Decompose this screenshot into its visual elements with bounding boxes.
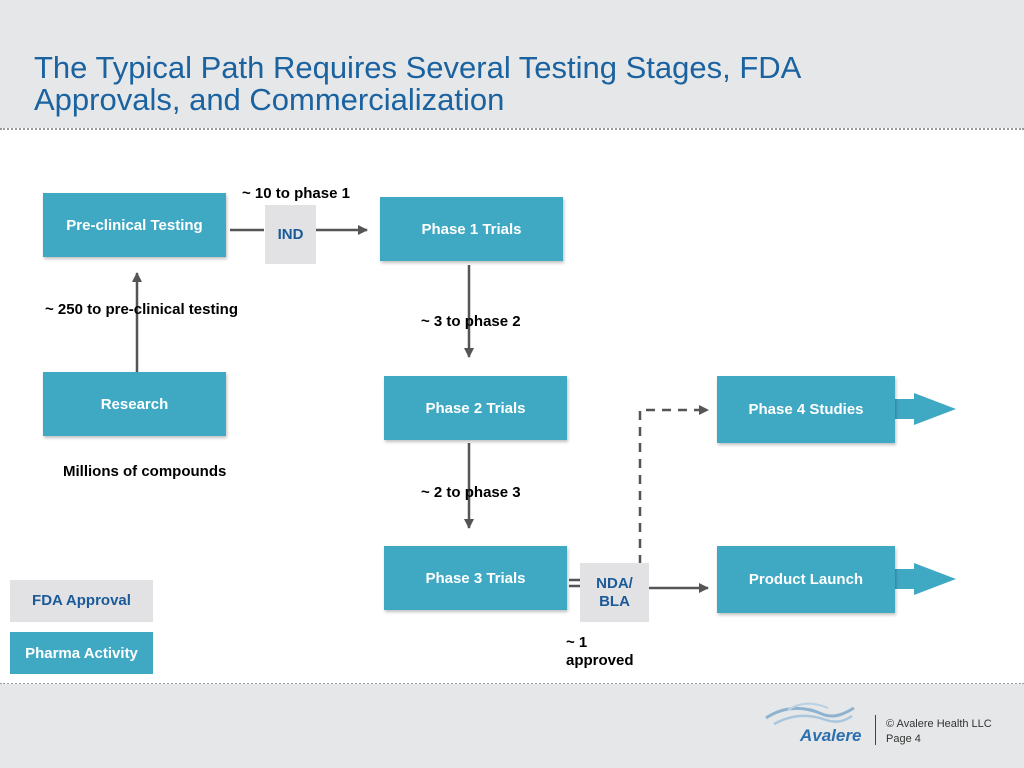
phase4-studies-box: Phase 4 Studies [717, 376, 895, 443]
label-approved: ~ 1 approved [566, 634, 634, 670]
title-line-1: The Typical Path Requires Several Testin… [34, 50, 802, 85]
research-box: Research [43, 372, 226, 436]
avalere-logo-waves-icon [765, 702, 855, 726]
label-to-phase1: ~ 10 to phase 1 [242, 185, 350, 202]
nda-bla-box: NDA/ BLA [580, 563, 649, 622]
launch-arrowhead [895, 563, 956, 595]
legend-pharma-activity: Pharma Activity [10, 632, 153, 674]
preclinical-testing-box: Pre-clinical Testing [43, 193, 226, 257]
label-to-phase2: ~ 3 to phase 2 [421, 313, 521, 330]
ind-box: IND [265, 205, 316, 264]
title-line-2: Approvals, and Commercialization [34, 82, 505, 117]
phase2-trials-box: Phase 2 Trials [384, 376, 567, 440]
phase1-trials-box: Phase 1 Trials [380, 197, 563, 261]
phase4-arrowhead [895, 393, 956, 425]
footer-info: © Avalere Health LLC Page 4 [886, 717, 992, 747]
legend-fda-approval: FDA Approval [10, 580, 153, 622]
bla-label: BLA [599, 592, 630, 610]
avalere-logo-text: Avalere [800, 726, 862, 745]
page-number: Page 4 [886, 733, 921, 745]
approved-word: approved [566, 652, 634, 669]
slide-title: The Typical Path Requires Several Testin… [34, 52, 934, 116]
label-to-phase3: ~ 2 to phase 3 [421, 484, 521, 501]
label-to-preclinical: ~ 250 to pre-clinical testing [45, 301, 238, 318]
copyright-text: © Avalere Health LLC [886, 718, 992, 730]
nda-label: NDA/ [596, 574, 633, 592]
label-millions-of-compounds: Millions of compounds [63, 463, 227, 480]
approved-count: ~ 1 [566, 634, 588, 651]
footer-separator [875, 715, 876, 745]
footer-band [0, 684, 1024, 768]
phase3-trials-box: Phase 3 Trials [384, 546, 567, 610]
header-band [0, 0, 1024, 128]
dashed-arrow-to-phase4 [638, 405, 709, 580]
product-launch-box: Product Launch [717, 546, 895, 613]
header-divider [0, 128, 1024, 130]
